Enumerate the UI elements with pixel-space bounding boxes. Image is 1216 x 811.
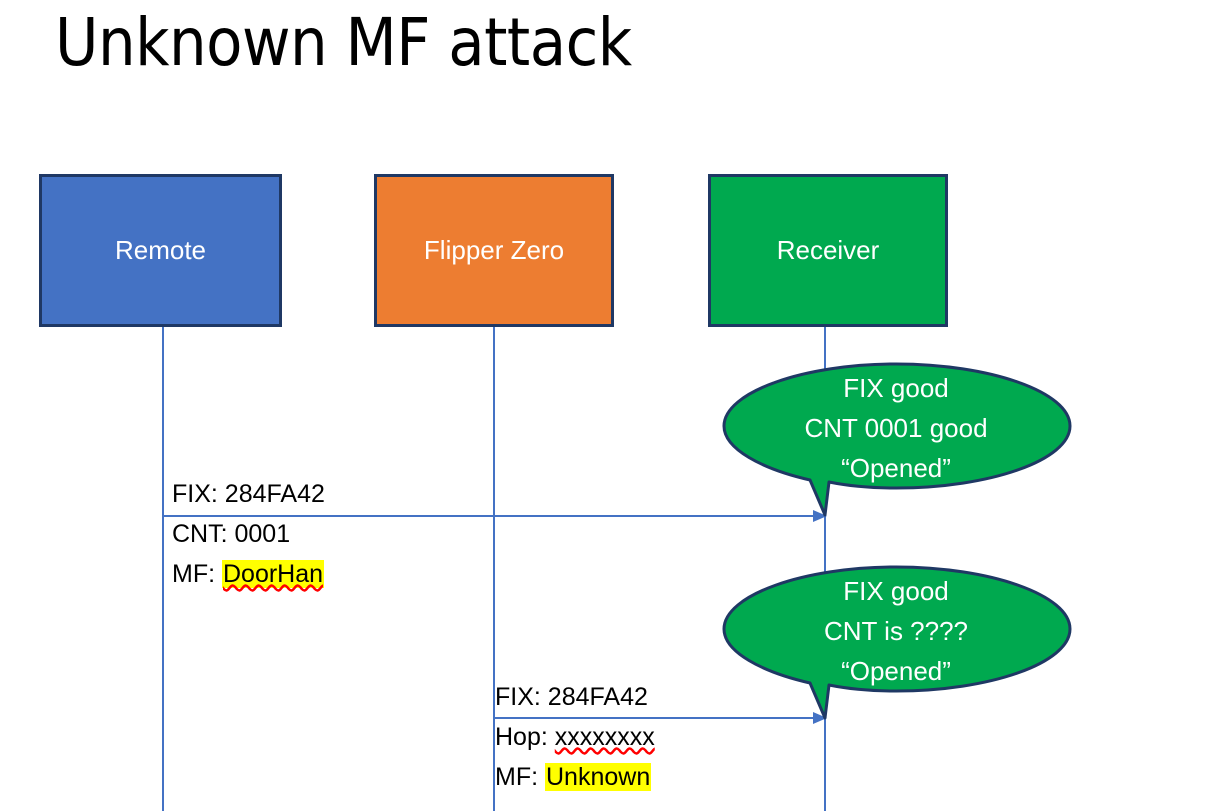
message-2-line-3-prefix: MF:	[495, 763, 545, 791]
message-1-line-2-prefix: CNT:	[172, 520, 235, 548]
message-2-line-3-value: Unknown	[545, 763, 652, 791]
message-2-line-1: FIX: 284FA42	[495, 677, 655, 717]
message-label-1: FIX: 284FA42 CNT: 0001 MF: DoorHan	[172, 474, 325, 594]
actor-box-remote[interactable]: Remote	[39, 174, 282, 327]
message-1-line-2-value: 0001	[234, 520, 291, 548]
message-2-line-1-prefix: FIX:	[495, 683, 548, 711]
message-2-line-1-value: 284FA42	[547, 683, 648, 711]
page-title: Unknown MF attack	[55, 4, 632, 81]
actor-label-flipper: Flipper Zero	[423, 235, 565, 265]
actor-box-flipper[interactable]: Flipper Zero	[374, 174, 614, 327]
callout-bubble-1: FIX good CNT 0001 good “Opened”	[722, 362, 1074, 524]
actor-box-receiver[interactable]: Receiver	[708, 174, 948, 327]
actor-label-remote: Remote	[114, 235, 207, 265]
callout-shape-1	[722, 362, 1072, 517]
message-1-line-2: CNT: 0001	[172, 514, 325, 554]
lifeline-receiver	[824, 327, 826, 811]
message-1-line-3: MF: DoorHan	[172, 554, 325, 594]
message-1-line-1: FIX: 284FA42	[172, 474, 325, 514]
message-2-line-3: MF: Unknown	[495, 757, 655, 797]
message-1-line-3-prefix: MF:	[172, 560, 222, 588]
message-2-line-2-prefix: Hop:	[495, 723, 555, 751]
actor-label-receiver: Receiver	[776, 235, 880, 265]
callout-bubble-2: FIX good CNT is ???? “Opened”	[722, 565, 1074, 727]
lifeline-remote	[162, 327, 164, 811]
message-2-line-2-value: xxxxxxxx	[554, 723, 655, 751]
message-1-line-1-value: 284FA42	[224, 480, 325, 508]
message-1-line-1-prefix: FIX:	[172, 480, 225, 508]
message-2-line-2: Hop: xxxxxxxx	[495, 717, 655, 757]
lifeline-flipper	[493, 327, 495, 811]
message-1-line-3-value: DoorHan	[222, 560, 325, 588]
callout-shape-2	[722, 565, 1072, 720]
message-label-2: FIX: 284FA42 Hop: xxxxxxxx MF: Unknown	[495, 677, 655, 797]
